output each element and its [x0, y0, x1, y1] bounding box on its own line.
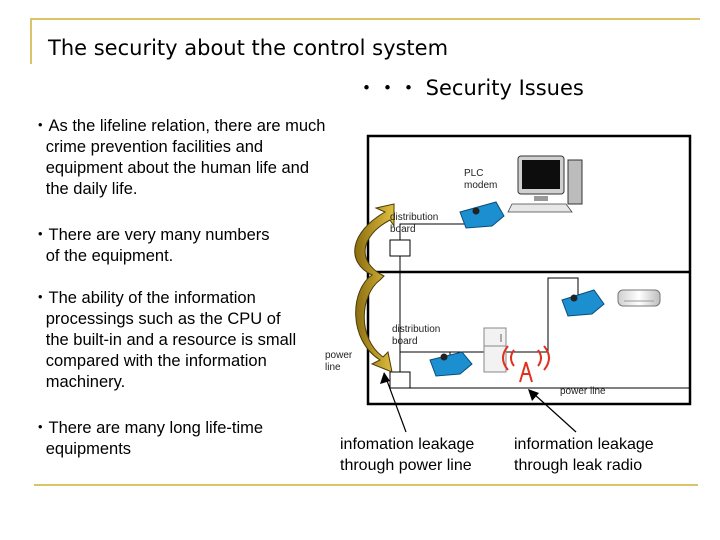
pointer-power-line-head [380, 372, 390, 384]
leakage-arrow [354, 203, 395, 373]
bullet-long-lifetime: ・There are many long life-time equipment… [32, 419, 264, 458]
caption-radio-leakage: information leakage through leak radio [514, 436, 654, 474]
slide-title: The security about the control system [48, 36, 449, 60]
top-rule [32, 18, 700, 20]
distribution-board-bottom-box [389, 371, 411, 389]
plc-modem-label: PLC modem [464, 168, 498, 191]
bullet-lifeline: ・As the lifeline relation, there are muc… [32, 117, 326, 198]
bottom-rule [34, 484, 698, 486]
pointer-radio-head [528, 389, 539, 401]
radio-antenna-icon [502, 345, 550, 383]
left-rule [30, 18, 32, 64]
power-line-left-label: power line [325, 350, 353, 373]
bullet-cpu-resources: ・The ability of the information processi… [32, 289, 297, 391]
pointer-radio [533, 393, 577, 433]
plc-modem-right-icon [561, 289, 605, 317]
plc-modem-bottom-icon [429, 351, 473, 377]
caption-power-line-leakage: infomation leakage through power line [340, 436, 475, 474]
distribution-board-top-box [389, 239, 411, 257]
power-line-right-label: power line [560, 386, 606, 397]
distribution-board-top-label: distribution board [390, 212, 439, 235]
pointer-power-line [385, 377, 407, 433]
air-conditioner-icon [617, 289, 661, 307]
slide-subtitle: ・・・ Security Issues [356, 76, 584, 100]
distribution-board-bottom-label: distribution board [392, 324, 441, 347]
refrigerator-icon [483, 327, 507, 373]
plc-modem-top-icon [459, 201, 505, 229]
computer-icon [507, 155, 583, 213]
bullet-equipment-count: ・There are very many numbers of the equi… [32, 226, 270, 265]
